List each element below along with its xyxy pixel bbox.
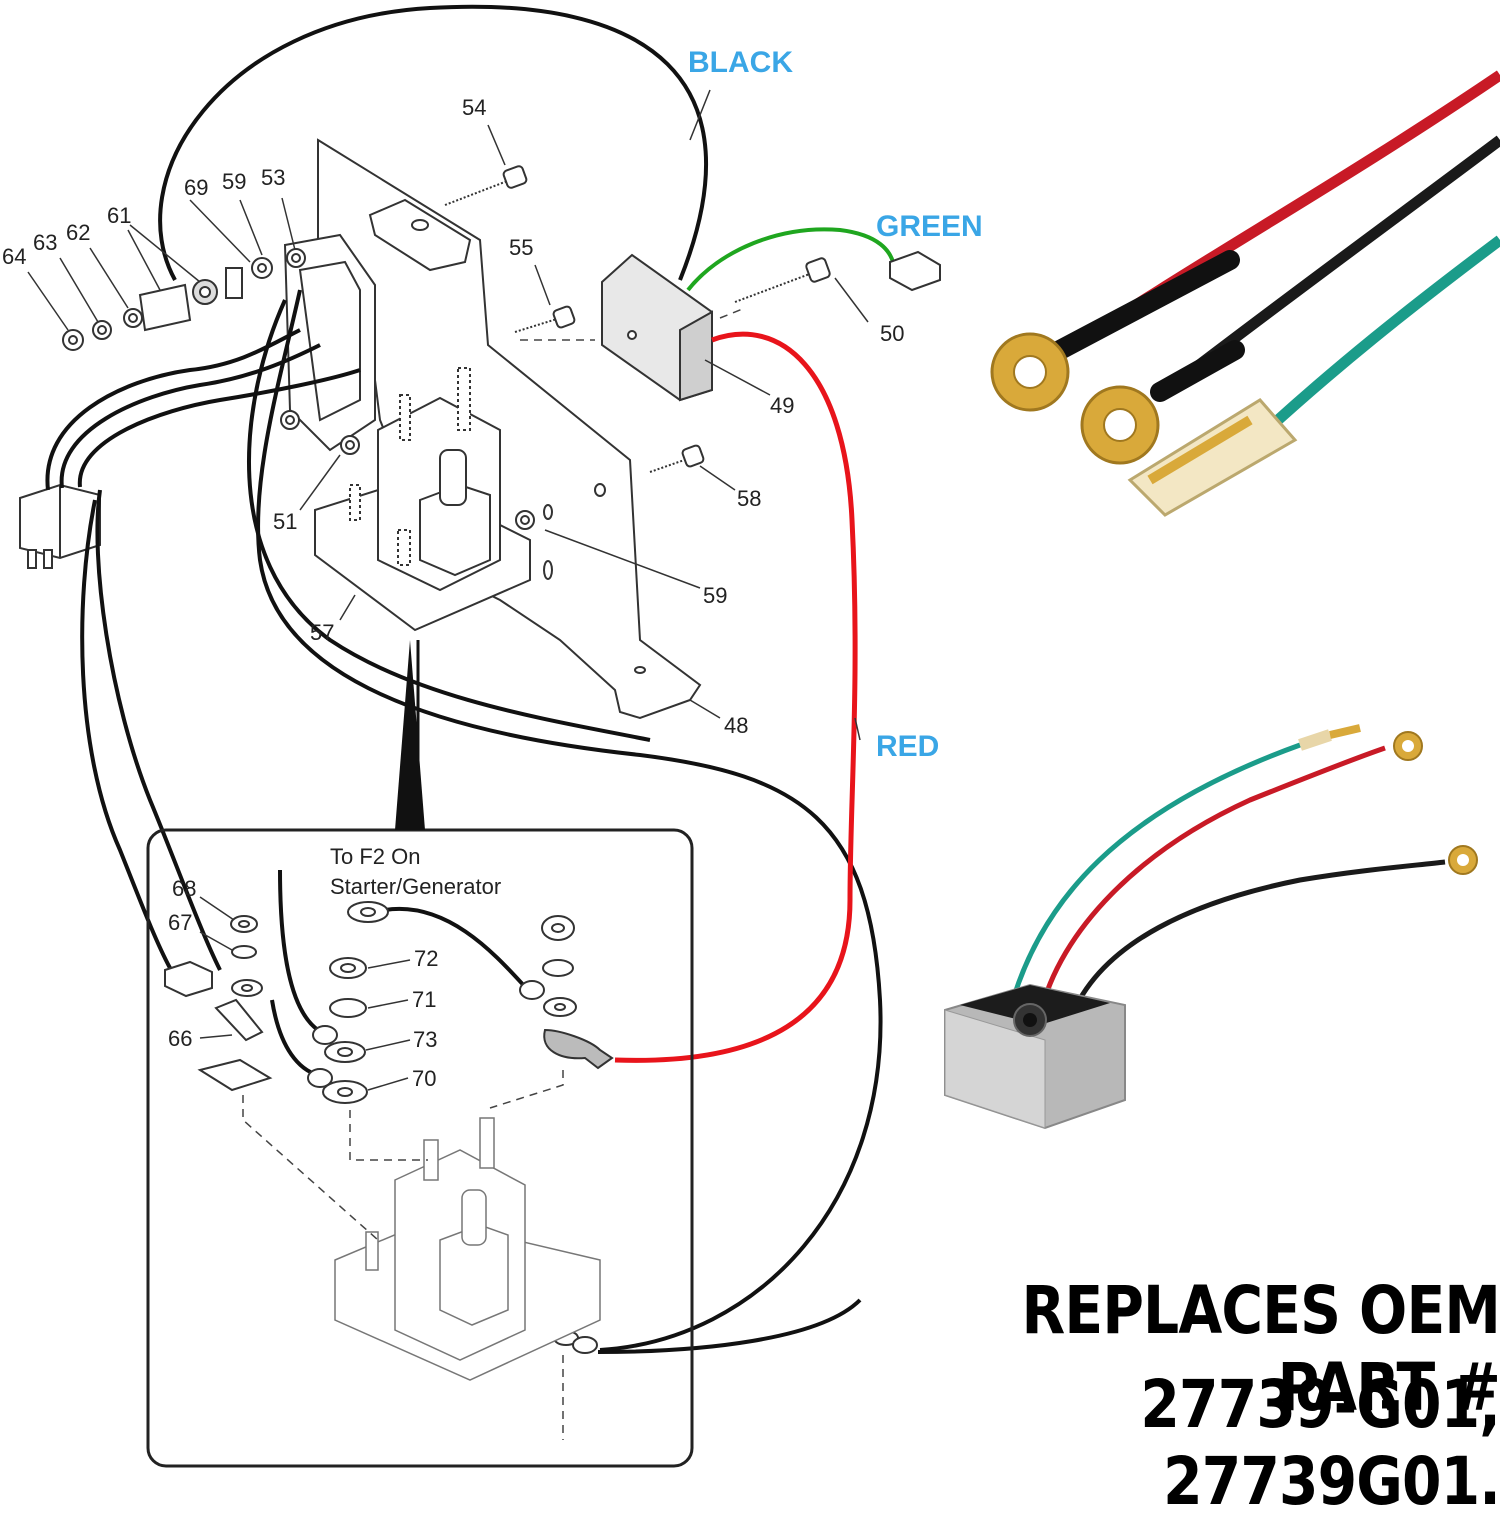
solenoid [314, 367, 531, 632]
label-green: GREEN [876, 210, 983, 243]
callout-71: 71 [412, 987, 436, 1012]
diagram-canvas: 54 69 59 53 61 64 63 62 55 50 49 58 51 5… [2, 4, 1500, 1468]
green-terminal [889, 250, 941, 292]
callout-70: 70 [412, 1066, 436, 1091]
bolt-54 [444, 165, 528, 206]
callout-72: 72 [414, 946, 438, 971]
callout-48: 48 [724, 713, 748, 738]
bolt-55 [514, 305, 576, 333]
callout-62: 62 [66, 220, 90, 245]
inset-dashed-guides [242, 307, 746, 1440]
bolt-50 [734, 257, 831, 303]
callout-55: 55 [509, 235, 533, 260]
wiring-diagram: 54 69 59 53 61 64 63 62 55 50 49 58 51 5… [2, 4, 1500, 1468]
inset-panel [146, 640, 694, 1468]
ring-terminal-red [990, 332, 1070, 412]
mounting-bracket [317, 138, 702, 720]
connector-plug [19, 483, 101, 569]
inset-note-line1: To F2 On [330, 844, 420, 869]
bolt-58 [649, 444, 705, 473]
callout-67: 67 [168, 910, 192, 935]
headline-part-numbers: 27739-G01, 27739G01. [1140, 1366, 1500, 1520]
inset-solenoid [334, 1117, 601, 1381]
callout-53: 53 [261, 165, 285, 190]
washer-stack [62, 248, 306, 351]
callout-69: 69 [184, 175, 208, 200]
callout-68: 68 [172, 876, 196, 901]
callout-64: 64 [2, 244, 26, 269]
inset-hardware [164, 901, 614, 1354]
callout-59-upper: 59 [222, 169, 246, 194]
callout-49: 49 [770, 393, 794, 418]
callout-73: 73 [413, 1027, 437, 1052]
switch-block [283, 233, 376, 452]
regulator-module [601, 253, 713, 402]
callout-50: 50 [880, 321, 904, 346]
callout-59-lower: 59 [703, 583, 727, 608]
callout-61: 61 [107, 203, 131, 228]
nut-59 [515, 510, 535, 530]
callout-leaders [27, 89, 869, 1091]
callout-66: 66 [168, 1026, 192, 1051]
callout-51: 51 [273, 509, 297, 534]
headline-replaces-oem: REPLACES OEM PART # [1021, 1272, 1500, 1426]
callout-58: 58 [737, 486, 761, 511]
product-photo-regulator [944, 724, 1478, 1130]
black-harness-wires [45, 4, 883, 1354]
label-red: RED [876, 730, 939, 763]
ring-terminal-black [1080, 385, 1160, 465]
callout-54: 54 [462, 95, 486, 120]
nut-51 [280, 410, 360, 455]
callout-63: 63 [33, 230, 57, 255]
label-black: BLACK [688, 46, 793, 79]
red-wire [614, 331, 858, 1063]
callout-57: 57 [310, 620, 334, 645]
spade-terminal-green [1127, 398, 1298, 517]
product-photo-leads [990, 70, 1500, 517]
green-wire [686, 227, 895, 292]
inset-note-line2: Starter/Generator [330, 874, 501, 899]
callout-numbers: 54 69 59 53 61 64 63 62 55 50 49 58 51 5… [2, 95, 904, 1091]
